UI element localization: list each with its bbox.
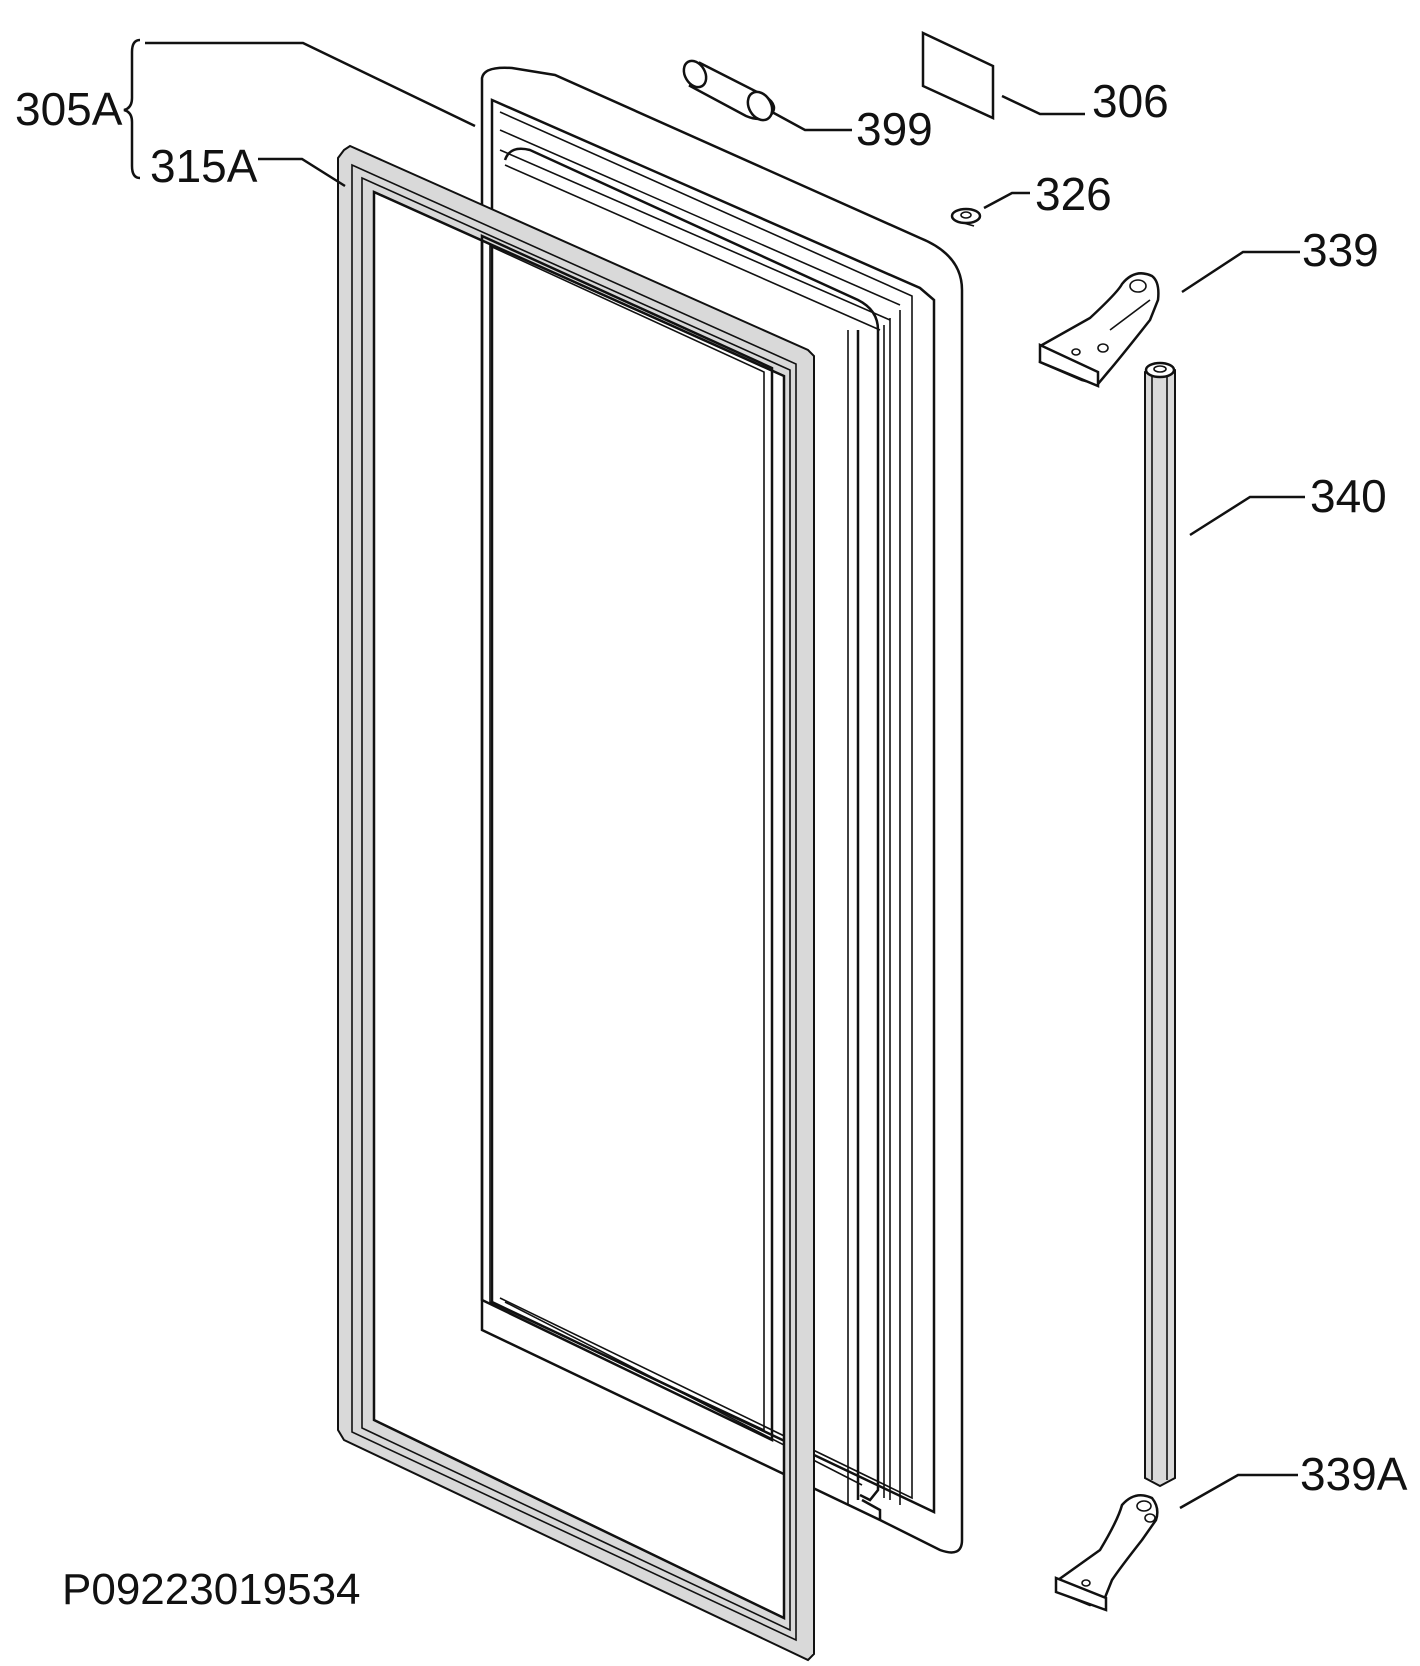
label-305a: 305A: [15, 83, 123, 135]
clip-part: [950, 207, 982, 227]
door-panel: [480, 66, 964, 1554]
label-326: 326: [1035, 168, 1112, 220]
handle-part: [682, 59, 776, 122]
label-339: 339: [1302, 224, 1379, 276]
label-399: 399: [856, 103, 933, 155]
hinge-bar: [1144, 361, 1176, 1488]
door-gasket: [337, 144, 815, 1662]
label-340: 340: [1310, 470, 1387, 522]
part-labels: 305A 315A 399 306 326 339 340 339A P0922…: [15, 75, 1408, 1614]
label-339a: 339A: [1300, 1448, 1408, 1500]
leader-lines: [123, 38, 1305, 1510]
label-306: 306: [1092, 75, 1169, 127]
document-code: P09223019534: [62, 1565, 361, 1614]
label-plate: [921, 31, 995, 120]
label-315a: 315A: [150, 140, 258, 192]
lower-hinge: [1054, 1493, 1159, 1612]
upper-hinge: [1038, 272, 1160, 388]
